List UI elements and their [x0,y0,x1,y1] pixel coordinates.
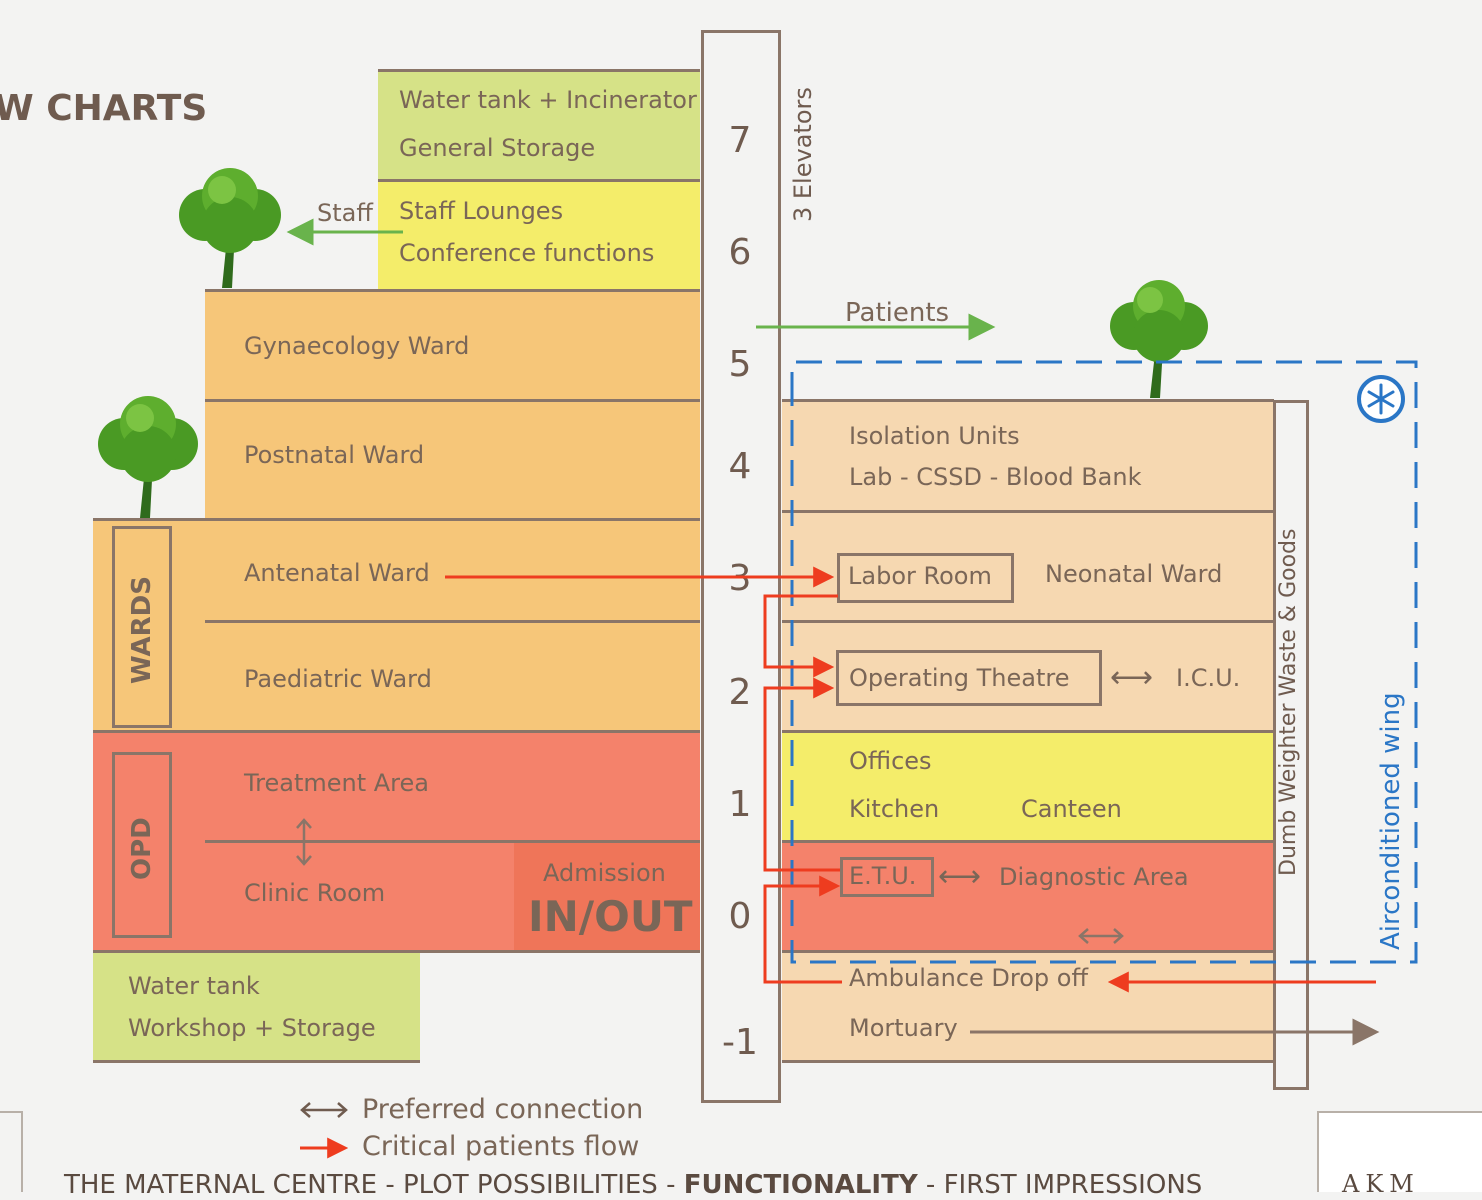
divider [782,730,1274,733]
floor-number-1: 1 [728,784,752,825]
footer-part-1: THE MATERNAL CENTRE - PLOT POSSIBILITIES… [64,1170,684,1200]
diagnostic-offices-connector [1078,928,1124,944]
storage-top-label-1: Water tank + Incinerator [399,86,697,114]
gynaecology-block [205,290,700,400]
right-frame [1317,1111,1482,1192]
divider [782,620,1274,623]
basement-right-block [782,952,1274,1062]
floor-number-6: 6 [728,232,752,273]
staff-arrow-label: Staff [317,199,373,227]
treatment-label: Treatment Area [244,769,429,797]
etu-label: E.T.U. [849,862,917,890]
gynaecology-label: Gynaecology Ward [244,332,470,360]
mortuary-label: Mortuary [849,1014,958,1042]
storage-top-block [378,70,700,180]
labor-room-box [837,553,1014,603]
storage-top-label-2: General Storage [399,134,596,162]
wards-box [112,526,172,728]
legend-preferred-label: Preferred connection [362,1094,644,1125]
divider [93,730,700,733]
postnatal-label: Postnatal Ward [244,441,425,469]
divider [782,399,1274,402]
diagnostic-label: Diagnostic Area [999,863,1189,891]
neonatal-label: Neonatal Ward [1045,560,1223,588]
airconditioned-outline [790,360,1418,964]
left-frame [0,1111,23,1192]
theatre-block [782,622,1274,732]
kitchen-label: Kitchen [849,795,940,823]
floor-number-2: 2 [728,672,752,713]
divider [93,518,700,521]
paediatric-label: Paediatric Ward [244,665,432,693]
divider [93,950,700,953]
ambulance-to-etu-arrow [763,875,842,984]
page-title: W CHARTS [0,88,208,129]
conference-label: Conference functions [399,239,655,267]
snowflake-icon [1357,375,1405,423]
offices-label: Offices [849,747,932,775]
postnatal-block [205,400,700,520]
divider [782,950,1274,953]
floor-number-minus-1: -1 [722,1022,758,1063]
footer-caption: THE MATERNAL CENTRE - PLOT POSSIBILITIES… [64,1170,1202,1200]
etu-box [840,857,934,897]
divider [378,69,700,72]
divider [378,179,700,182]
basement-label-2: Workshop + Storage [128,1014,376,1042]
offices-block [782,732,1274,842]
divider [205,289,700,292]
opd-box [112,752,172,938]
etu-to-theatre-arrow [763,677,840,872]
basement-left-block [93,952,420,1062]
footer-part-2: FUNCTIONALITY [683,1170,918,1200]
labor-room-label: Labor Room [848,562,992,590]
isolation-block [782,400,1274,511]
canteen-label: Canteen [1021,795,1122,823]
staff-lounges-label: Staff Lounges [399,197,564,225]
legend-critical-label: Critical patients flow [362,1131,640,1162]
antenatal-label: Antenatal Ward [244,559,430,587]
labor-to-theatre-arrow [763,594,838,678]
clinic-label: Clinic Room [244,879,386,907]
labor-block [782,511,1274,622]
divider [782,510,1274,513]
logo-text: AKM [1342,1170,1420,1198]
inout-label: IN/OUT [528,892,693,941]
tree-icon [98,396,198,518]
isolation-label: Isolation Units [849,422,1020,450]
divider [205,399,700,402]
etu-block [782,842,1274,952]
operating-theatre-label: Operating Theatre [849,664,1070,692]
basement-label-1: Water tank [128,972,260,1000]
legend-preferred-symbol [300,1102,348,1118]
floor-number-5: 5 [728,344,752,385]
floor-number-0: 0 [728,896,752,937]
divider [782,840,1274,843]
operating-theatre-box [836,650,1102,706]
icu-label: I.C.U. [1176,664,1241,692]
diagnostic-connector-arrow: ⟷ [938,859,982,894]
admission-label: Admission [543,859,666,887]
icu-connector-arrow: ⟷ [1110,660,1154,695]
divider [205,840,700,843]
floor-number-4: 4 [728,446,752,487]
admission-block [514,842,700,952]
patients-arrow-label: Patients [845,298,950,328]
divider [782,1060,1274,1063]
tree-icon [179,168,281,288]
floor-number-7: 7 [728,120,752,161]
lab-label: Lab - CSSD - Blood Bank [849,463,1142,491]
wards-block [93,520,700,732]
treatment-clinic-connector [296,818,312,866]
tree-icon [1110,280,1208,398]
staff-block [378,180,700,290]
elevator-shaft [701,30,781,1103]
ambulance-label: Ambulance Drop off [849,964,1089,992]
divider [93,1060,420,1063]
divider [205,620,700,623]
dumb-waiter-shaft [1273,400,1309,1090]
footer-part-3: - FIRST IMPRESSIONS [917,1170,1203,1200]
